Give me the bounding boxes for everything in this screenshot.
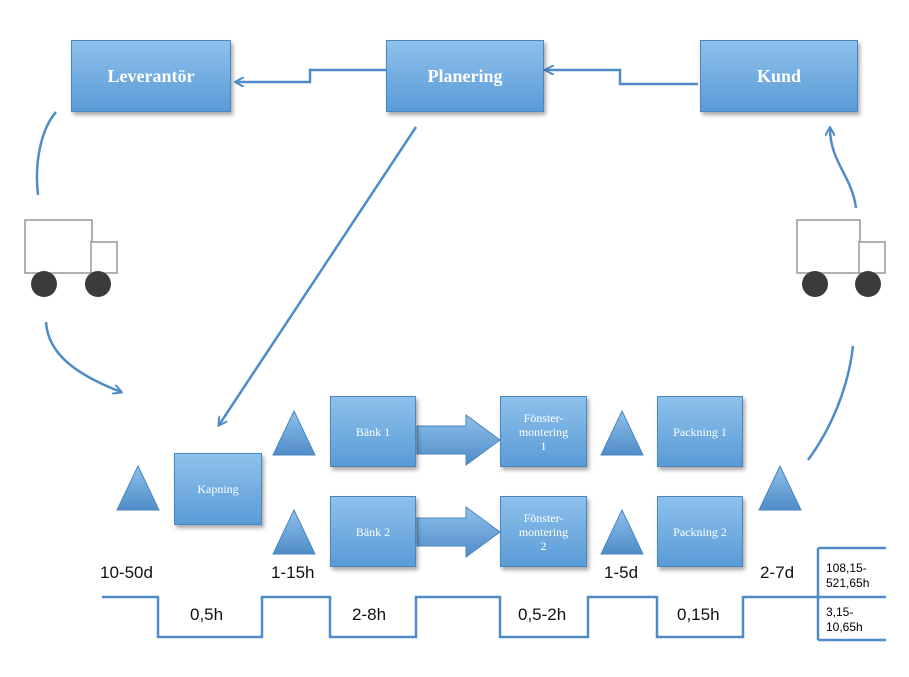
inventory-triangle-icon (272, 410, 316, 456)
truck-right-icon (796, 219, 886, 297)
inventory-triangle-icon (116, 465, 160, 511)
arrow-kund-to-planering (546, 70, 698, 86)
wait-time-label: 1-15h (271, 563, 315, 582)
packning2-box: Packning 2 (657, 496, 743, 567)
process-time-label: 2-8h (352, 605, 387, 624)
arrow-planering-to-kapning (219, 126, 418, 425)
total-lead-time: 108,15- 521,65h (826, 561, 870, 590)
fonster1-box: Fönster- montering 1 (500, 396, 587, 467)
process-time-label: 0,5-2h (518, 605, 567, 624)
wait-time-label: 1-5d (604, 563, 639, 582)
curve-truck-to-kapning (44, 321, 121, 392)
total-process-time: 3,15- 10,65h (826, 605, 863, 634)
inventory-triangle-icon (758, 465, 802, 511)
kapning-box: Kapning (174, 453, 262, 525)
inventory-triangle-icon (600, 410, 644, 456)
kund-box: Kund (700, 40, 858, 112)
leverantor-box: Leverantör (71, 40, 231, 112)
process-time-label: 0,15h (677, 605, 720, 624)
bank2-box: Bänk 2 (330, 496, 416, 567)
curve-truck-to-kund (830, 128, 858, 209)
total-bracket (816, 546, 886, 642)
packning1-box: Packning 1 (657, 396, 743, 467)
arrow-planering-to-leverantor (236, 68, 386, 82)
inventory-triangle-icon (272, 509, 316, 555)
timeline-line (102, 595, 818, 639)
wait-time-label: 10-50d (100, 563, 153, 582)
bank1-box: Bänk 1 (330, 396, 416, 467)
curve-leverantor-to-truck (35, 111, 57, 196)
block-arrow-bank1-to-fonster1 (416, 414, 501, 466)
truck-left-icon (24, 219, 118, 297)
curve-packning-to-truck (806, 345, 855, 461)
wait-time-label: 2-7d (760, 563, 795, 582)
fonster2-box: Fönster- montering 2 (500, 496, 587, 567)
planering-box: Planering (386, 40, 544, 112)
inventory-triangle-icon (600, 509, 644, 555)
process-time-label: 0,5h (190, 605, 224, 624)
block-arrow-bank2-to-fonster2 (416, 506, 501, 558)
